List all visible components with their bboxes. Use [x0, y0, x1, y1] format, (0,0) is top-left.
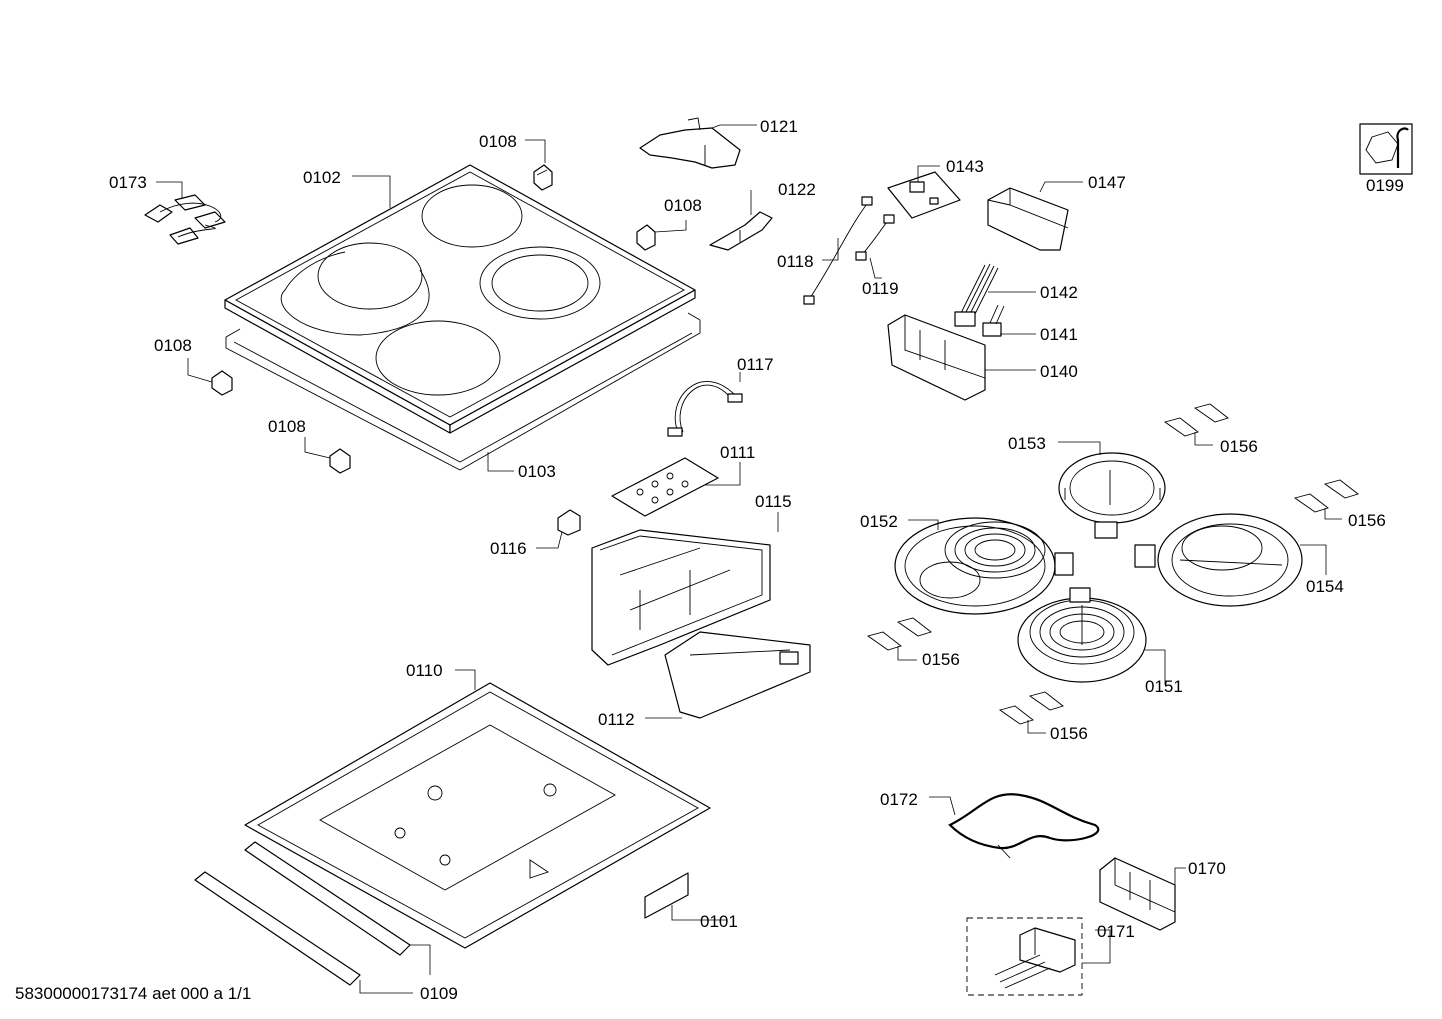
bracket-0108-left[interactable] [211, 370, 233, 396]
bracket-0108-top[interactable] [533, 164, 553, 191]
label-0151: 0151 [1145, 677, 1183, 696]
bracket-0108-low[interactable] [329, 448, 351, 474]
bracket-0108-mid[interactable] [636, 224, 656, 251]
label-0112: 0112 [598, 710, 635, 729]
heating-element-0152[interactable] [894, 517, 1074, 615]
document-footer: 58300000173174 aet 000 a 1/1 [15, 984, 251, 1003]
leader-lines [156, 124, 1342, 994]
label-0122: 0122 [778, 180, 816, 199]
cable-0119[interactable] [855, 214, 895, 261]
heating-element-0154[interactable] [1134, 513, 1303, 607]
cable-0118[interactable] [803, 196, 873, 305]
label-0108-low: 0108 [268, 417, 306, 436]
label-0172: 0172 [880, 790, 918, 809]
label-0147: 0147 [1088, 173, 1126, 192]
label-0153: 0153 [1008, 434, 1046, 453]
label-0110: 0110 [406, 661, 443, 680]
heating-element-0151[interactable] [1017, 587, 1147, 683]
label-0173: 0173 [109, 173, 147, 192]
label-0143: 0143 [946, 157, 984, 176]
circuit-board-0143[interactable] [887, 171, 961, 219]
switch-0122[interactable] [709, 211, 773, 251]
wrench-nut-icon [1359, 123, 1413, 175]
ceramic-hob-top[interactable] [224, 164, 696, 434]
retaining-clip-0156-low[interactable] [998, 691, 1064, 725]
touch-control-board-0111[interactable] [611, 457, 719, 517]
power-cable-0172[interactable] [948, 793, 1100, 859]
label-0119: 0119 [862, 279, 899, 298]
label-0156-right: 0156 [1348, 511, 1386, 530]
label-0199: 0199 [1366, 176, 1404, 195]
label-0117: 0117 [737, 355, 774, 374]
label-0154: 0154 [1306, 577, 1344, 596]
label-0140: 0140 [1040, 362, 1078, 381]
wire-harness-0142[interactable] [954, 263, 999, 327]
label-0108-mid: 0108 [664, 196, 702, 215]
label-0142: 0142 [1040, 283, 1078, 302]
clip-0116[interactable] [557, 509, 581, 536]
part-labels: 0173 0102 0108 0121 0108 0122 0143 0147 … [109, 117, 1404, 1003]
terminal-housing-0140[interactable] [887, 314, 986, 401]
label-0156-low: 0156 [1050, 724, 1088, 743]
heating-element-0153[interactable] [1058, 452, 1166, 539]
label-0141: 0141 [1040, 325, 1078, 344]
label-0170: 0170 [1188, 859, 1226, 878]
label-0156-mid: 0156 [922, 650, 960, 669]
label-0121: 0121 [760, 117, 798, 136]
label-0111: 0111 [720, 443, 755, 462]
control-housing-0115[interactable] [591, 529, 771, 666]
label-0115: 0115 [755, 492, 792, 511]
label-0108-top: 0108 [479, 132, 517, 151]
label-0109: 0109 [420, 984, 458, 1003]
label-0171: 0171 [1097, 922, 1135, 941]
label-0152: 0152 [860, 512, 898, 531]
connector-kit-0171[interactable] [966, 917, 1083, 996]
retaining-clip-0156-top[interactable] [1163, 403, 1229, 437]
label-0102: 0102 [303, 168, 341, 187]
retaining-clip-0156-mid[interactable] [866, 617, 932, 651]
label-0118: 0118 [777, 252, 814, 271]
ribbon-cable-0117[interactable] [667, 381, 743, 437]
temperature-sensor[interactable] [639, 117, 741, 169]
label-0103: 0103 [518, 462, 556, 481]
power-board-0112[interactable] [664, 631, 811, 719]
label-0108-left: 0108 [154, 336, 192, 355]
label-0101: 0101 [700, 912, 738, 931]
control-module-0147[interactable] [987, 187, 1069, 251]
connector-0141[interactable] [982, 304, 1005, 337]
label-0156-top: 0156 [1220, 437, 1258, 456]
hob-frame-seal[interactable] [225, 312, 701, 471]
rating-plate-0101[interactable] [644, 872, 689, 919]
fixing-clips-set[interactable] [144, 194, 226, 245]
label-0116: 0116 [490, 539, 527, 558]
retaining-clip-0156-right[interactable] [1293, 479, 1359, 513]
terminal-block-0170[interactable] [1099, 857, 1176, 931]
bottom-tray-0110[interactable] [244, 682, 711, 949]
